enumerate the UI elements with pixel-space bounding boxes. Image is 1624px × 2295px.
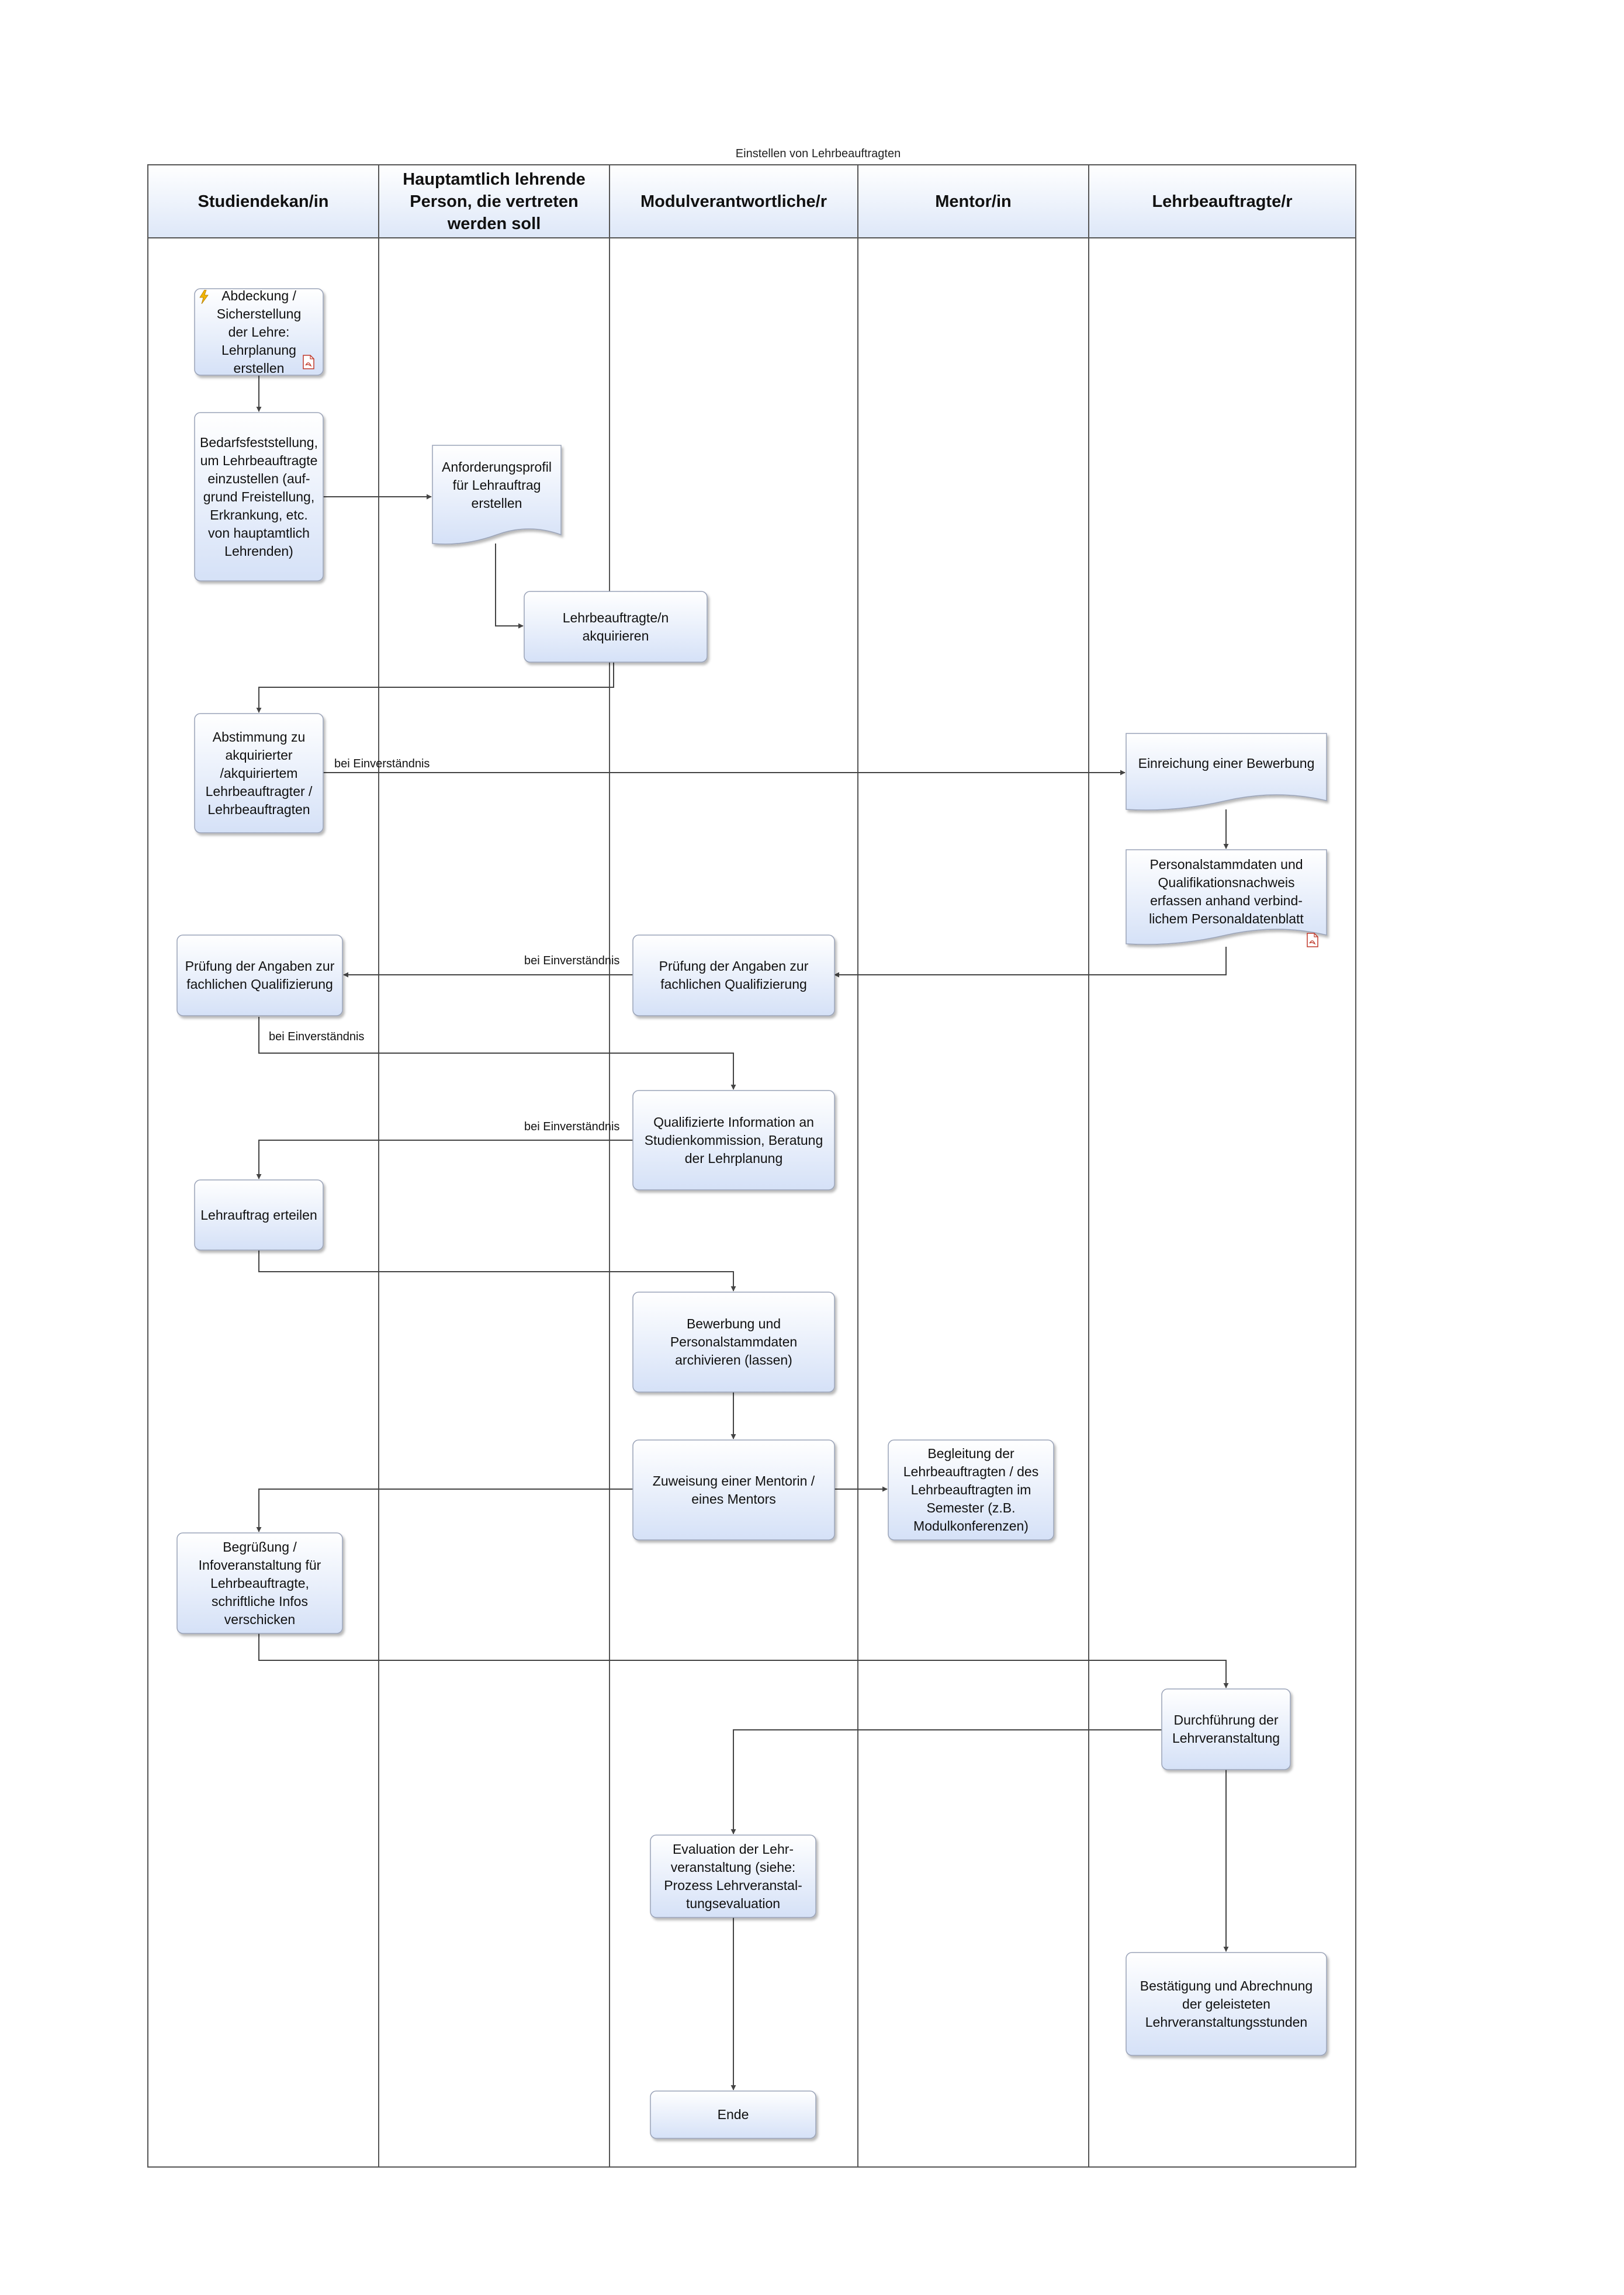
lane-header-row xyxy=(148,165,1356,238)
pdf-icon xyxy=(303,355,314,369)
node-n3[interactable]: Anforderungsprofil für Lehrauftrag erste… xyxy=(442,459,552,511)
node-n18[interactable]: Bestätigung und Abrechnung der geleistet… xyxy=(1140,1978,1313,2030)
edge-n7-n9 xyxy=(834,947,1227,978)
lane-header-studiendekan: Studiendekan/in xyxy=(198,192,329,211)
node-n6-shape xyxy=(1126,733,1327,811)
edge-n16-n17 xyxy=(730,1729,1162,1834)
node-n14-shape xyxy=(888,1439,1054,1541)
node-n8[interactable]: Prüfung der Angaben zur fachlichen Quali… xyxy=(185,958,335,992)
node-n16-shape xyxy=(1161,1688,1291,1770)
edge-n10-n11 xyxy=(256,1140,633,1179)
edge-n11-n12 xyxy=(258,1250,736,1292)
node-n9-shape xyxy=(632,934,835,1016)
node-n17-shape xyxy=(650,1834,816,1918)
node-n17[interactable]: Evaluation der Lehr-veranstaltung (siehe… xyxy=(664,1841,802,1911)
lane-header-modul: Modulverantwortliche/r xyxy=(640,192,827,211)
node-n19[interactable]: Ende xyxy=(717,2107,749,2122)
edge-n13-n15 xyxy=(256,1489,633,1532)
node-n7[interactable]: Personalstammdaten und Qualifikationsnac… xyxy=(1149,857,1304,926)
node-n3-shape xyxy=(432,445,562,545)
node-n18-shape xyxy=(1126,1952,1327,2056)
node-n10-shape xyxy=(632,1090,835,1190)
lane-header-lehrbeauftragte: Lehrbeauftragte/r xyxy=(1152,192,1293,211)
node-n13[interactable]: Zuweisung einer Mentorin / eines Mentors xyxy=(652,1473,815,1507)
lane-header-mentor: Mentor/in xyxy=(935,192,1012,211)
lightning-icon xyxy=(199,290,209,304)
node-n15[interactable]: Begrüßung / Infoveranstaltung für Lehrbe… xyxy=(198,1539,321,1627)
node-n12-shape xyxy=(632,1292,835,1393)
node-n14[interactable]: Begleitung der Lehrbeauftragten / des Le… xyxy=(903,1446,1039,1534)
node-n12[interactable]: Bewerbung und Personalstammdaten archivi… xyxy=(670,1316,798,1368)
edge-n3-n4 xyxy=(495,544,524,629)
node-n9[interactable]: Prüfung der Angaben zur fachlichen Quali… xyxy=(659,958,809,992)
node-n16[interactable]: Durchführung der Lehrveranstaltung xyxy=(1172,1712,1280,1746)
node-n2[interactable]: Bedarfsfeststellung, um Lehrbeauftragte … xyxy=(199,434,318,559)
node-n7-shape xyxy=(1126,849,1327,945)
connector-lines xyxy=(256,375,1229,2090)
node-n1[interactable]: Abdeckung / Sicherstellung der Lehre: Le… xyxy=(216,288,302,376)
edge-label-n5-n6: bei Einverständnis xyxy=(334,757,430,770)
node-n2-shape xyxy=(194,412,324,581)
diagram-title: Einstellen von Lehrbeauftragten xyxy=(735,147,901,160)
node-n13-shape xyxy=(632,1439,835,1541)
swimlane-grid xyxy=(147,164,1356,2168)
pdf-icon xyxy=(1307,933,1318,947)
edge-n15-n16 xyxy=(258,1633,1229,1688)
node-n4-shape xyxy=(524,591,708,663)
node-n10[interactable]: Qualifizierte Information an Studienkomm… xyxy=(644,1114,823,1166)
edge-label-n9-n8: bei Einverständnis xyxy=(524,954,620,967)
node-n19-shape xyxy=(650,2090,816,2139)
node-n4[interactable]: Lehrbeauftragte/n akquirieren xyxy=(562,610,669,643)
edge-n8-n10 xyxy=(258,1017,736,1090)
node-n11-shape xyxy=(194,1179,324,1251)
edge-n4-n5 xyxy=(256,662,614,713)
node-n5-shape xyxy=(194,713,324,833)
node-n5[interactable]: Abstimmung zu akquirierter /akquiriertem… xyxy=(205,729,313,817)
node-shapes xyxy=(176,288,1327,2139)
node-n11[interactable]: Lehrauftrag erteilen xyxy=(200,1207,317,1223)
pool-border xyxy=(147,164,1356,2168)
edge-label-n10-n11: bei Einverständnis xyxy=(524,1120,620,1133)
node-n8-shape xyxy=(176,934,343,1016)
node-n6[interactable]: Einreichung einer Bewerbung xyxy=(1138,756,1315,771)
lane-header-hauptamtlich: Hauptamtlich lehrende Person, die vertre… xyxy=(403,169,586,233)
node-n1-shape xyxy=(194,288,324,376)
node-n15-shape xyxy=(176,1532,343,1634)
edge-label-n8-n10: bei Einverständnis xyxy=(269,1030,365,1043)
